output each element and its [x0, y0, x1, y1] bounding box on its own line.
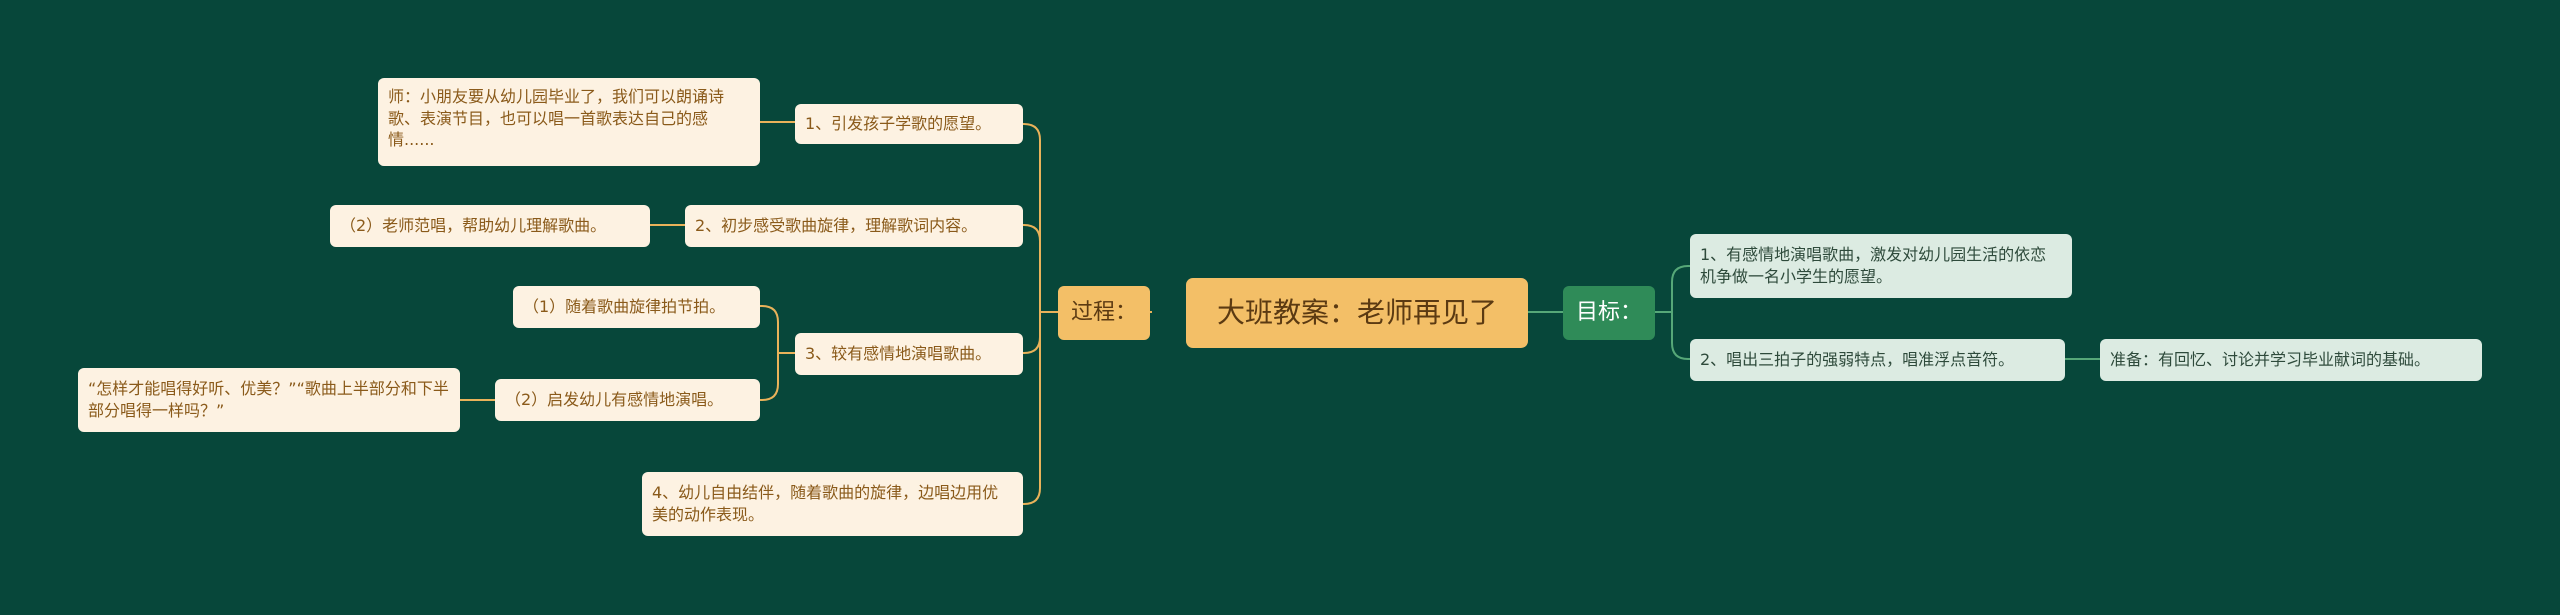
branch-goals-label: 目标：: [1575, 300, 1642, 326]
link-goals-2: [1671, 312, 1690, 360]
central-topic[interactable]: 大班教案：老师再见了: [1186, 278, 1528, 348]
branch-goals[interactable]: 目标：: [1563, 286, 1655, 340]
link-process-step1: [1023, 123, 1041, 312]
process-step-3-label: 3、较有感情地演唱歌曲。: [805, 344, 992, 364]
goal-2[interactable]: 2、唱出三拍子的强弱特点，唱准浮点音符。: [1690, 339, 2065, 381]
branch-process[interactable]: 过程：: [1058, 286, 1150, 340]
process-step-1-label: 1、引发孩子学歌的愿望。: [805, 114, 992, 134]
process-step-3-sub-2-detail[interactable]: “怎样才能唱得好听、优美？”“歌曲上半部分和下半部分唱得一样吗？”: [78, 368, 460, 432]
process-step-3[interactable]: 3、较有感情地演唱歌曲。: [795, 333, 1023, 375]
link-goals-1: [1671, 265, 1690, 312]
process-step-1-detail-text: 师：小朋友要从幼儿园毕业了，我们可以朗诵诗歌、表演节目，也可以唱一首歌表达自己的…: [388, 87, 725, 150]
process-step-4[interactable]: 4、幼儿自由结伴，随着歌曲的旋律，边唱边用优美的动作表现。: [642, 472, 1023, 536]
process-step-3-sub-2-detail-text: “怎样才能唱得好听、优美？”“歌曲上半部分和下半部分唱得一样吗？”: [88, 379, 449, 420]
link-process-step3: [1023, 312, 1041, 354]
process-step-3-sub-1[interactable]: （1）随着歌曲旋律拍节拍。: [513, 286, 760, 328]
process-step-1-detail[interactable]: 师：小朋友要从幼儿园毕业了，我们可以朗诵诗歌、表演节目，也可以唱一首歌表达自己的…: [378, 78, 760, 166]
goal-1[interactable]: 1、有感情地演唱歌曲，激发对幼儿园生活的依恋机争做一名小学生的愿望。: [1690, 234, 2072, 298]
goal-2-detail[interactable]: 准备：有回忆、讨论并学习毕业献词的基础。: [2100, 339, 2482, 381]
link-process-step2: [1023, 224, 1041, 312]
process-step-2[interactable]: 2、初步感受歌曲旋律，理解歌词内容。: [685, 205, 1023, 247]
central-topic-label: 大班教案：老师再见了: [1216, 296, 1497, 330]
link-process-step4: [1023, 312, 1041, 505]
goal-2-detail-text: 准备：有回忆、讨论并学习毕业献词的基础。: [2110, 350, 2431, 370]
process-step-3-sub-1-label: （1）随着歌曲旋律拍节拍。: [523, 297, 726, 317]
process-step-3-sub-2[interactable]: （2）启发幼儿有感情地演唱。: [495, 379, 760, 421]
process-step-2-detail[interactable]: （2）老师范唱，帮助幼儿理解歌曲。: [330, 205, 650, 247]
link-step3-sub1: [760, 305, 779, 353]
process-step-2-detail-text: （2）老师范唱，帮助幼儿理解歌曲。: [340, 216, 607, 236]
process-step-4-label: 4、幼儿自由结伴，随着歌曲的旋律，边唱边用优美的动作表现。: [652, 483, 999, 524]
goal-1-label: 1、有感情地演唱歌曲，激发对幼儿园生活的依恋机争做一名小学生的愿望。: [1700, 245, 2047, 286]
process-step-1[interactable]: 1、引发孩子学歌的愿望。: [795, 104, 1023, 144]
branch-process-label: 过程：: [1070, 300, 1137, 326]
link-step3-sub2: [760, 353, 779, 401]
process-step-2-label: 2、初步感受歌曲旋律，理解歌词内容。: [695, 216, 978, 236]
process-step-3-sub-2-label: （2）启发幼儿有感情地演唱。: [505, 390, 724, 410]
goal-2-label: 2、唱出三拍子的强弱特点，唱准浮点音符。: [1700, 350, 2015, 370]
